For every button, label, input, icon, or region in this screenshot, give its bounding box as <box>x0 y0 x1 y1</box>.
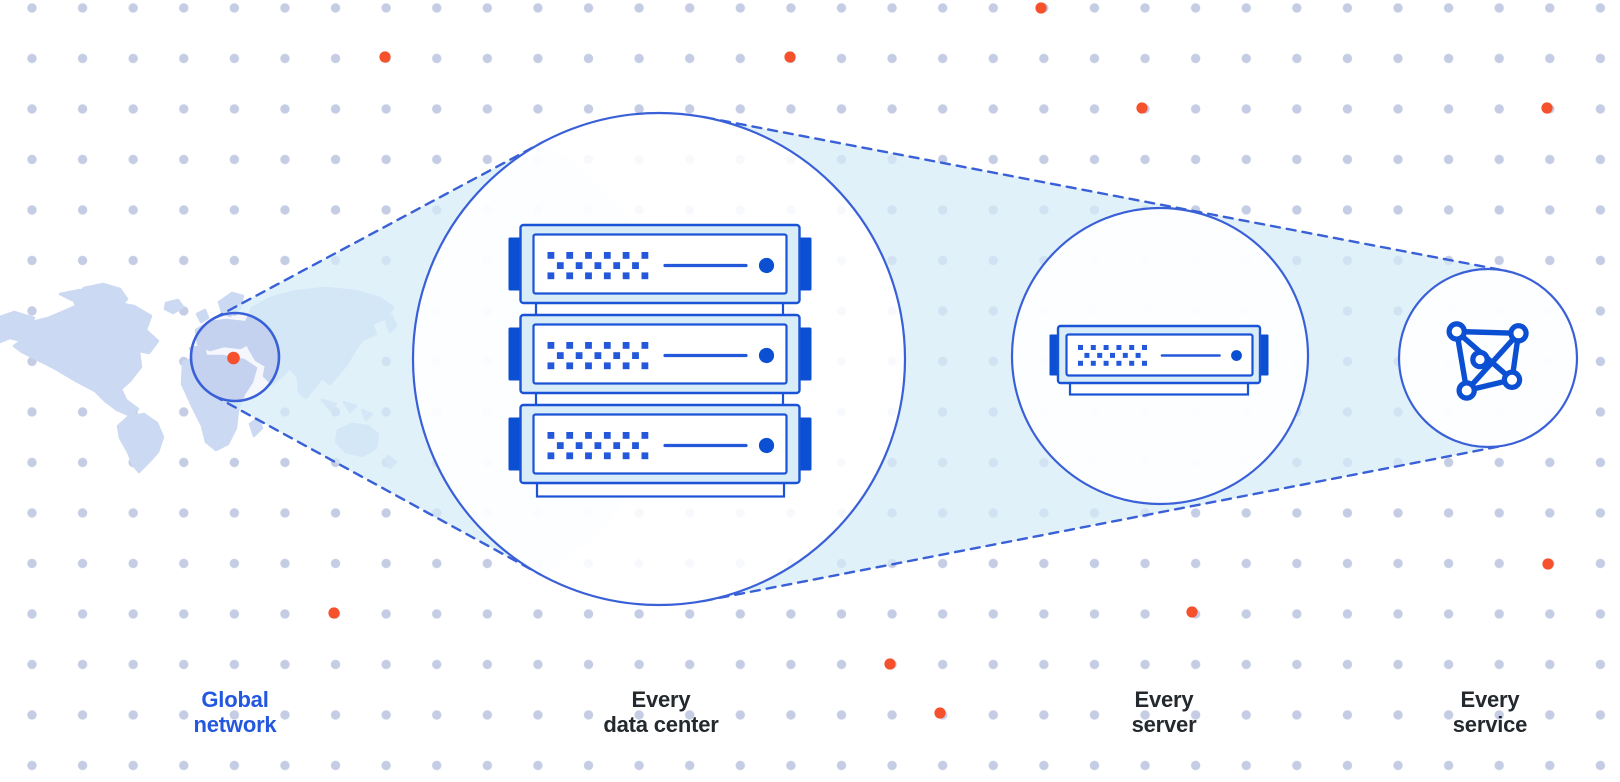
dashed-edge-top-right <box>704 116 1507 272</box>
map-alaska <box>0 310 42 344</box>
accent-dot <box>1136 102 1148 114</box>
dashed-edge-bottom-left <box>212 394 542 576</box>
server-icon <box>1049 324 1269 396</box>
accent-dot <box>328 607 340 619</box>
map-arctic-islands <box>58 286 114 302</box>
accent-dot <box>884 658 896 670</box>
dashed-edge-top-left <box>212 140 544 320</box>
label-line: network <box>193 712 277 737</box>
map-south-america <box>116 412 165 474</box>
service-circle <box>1397 267 1579 449</box>
accent-dot <box>1541 102 1553 114</box>
label-line: Every <box>1460 687 1520 712</box>
map-north-america <box>12 299 160 418</box>
label-line: service <box>1452 712 1528 737</box>
accent-dots <box>328 2 1554 719</box>
label-line: Every <box>1134 687 1194 712</box>
accent-dot <box>934 707 946 719</box>
label-line: Global <box>201 687 269 712</box>
label-every-data-center: Every data center <box>531 687 791 737</box>
label-line: server <box>1131 712 1197 737</box>
accent-dot <box>1542 558 1554 570</box>
server-circle <box>1010 206 1310 506</box>
server-rack-icon <box>508 223 812 498</box>
map-iceland <box>163 298 185 315</box>
accent-dot <box>1035 2 1047 14</box>
location-marker-dot <box>227 351 240 365</box>
dashed-edge-bottom-right <box>702 444 1506 603</box>
accent-dot <box>784 51 796 63</box>
map-uk <box>195 308 210 324</box>
mesh-network-icon <box>1446 321 1529 401</box>
label-line: Every <box>631 687 691 712</box>
accent-dot <box>379 51 391 63</box>
beam-dashed-edges <box>212 116 1507 603</box>
label-every-server: Every server <box>1034 687 1294 737</box>
data-center-circle <box>411 111 907 607</box>
label-global-network: Global network <box>105 687 365 737</box>
label-line: data center <box>603 712 719 737</box>
accent-dot <box>1186 606 1198 618</box>
global-network-circle <box>189 311 281 403</box>
label-every-service: Every service <box>1360 687 1620 737</box>
